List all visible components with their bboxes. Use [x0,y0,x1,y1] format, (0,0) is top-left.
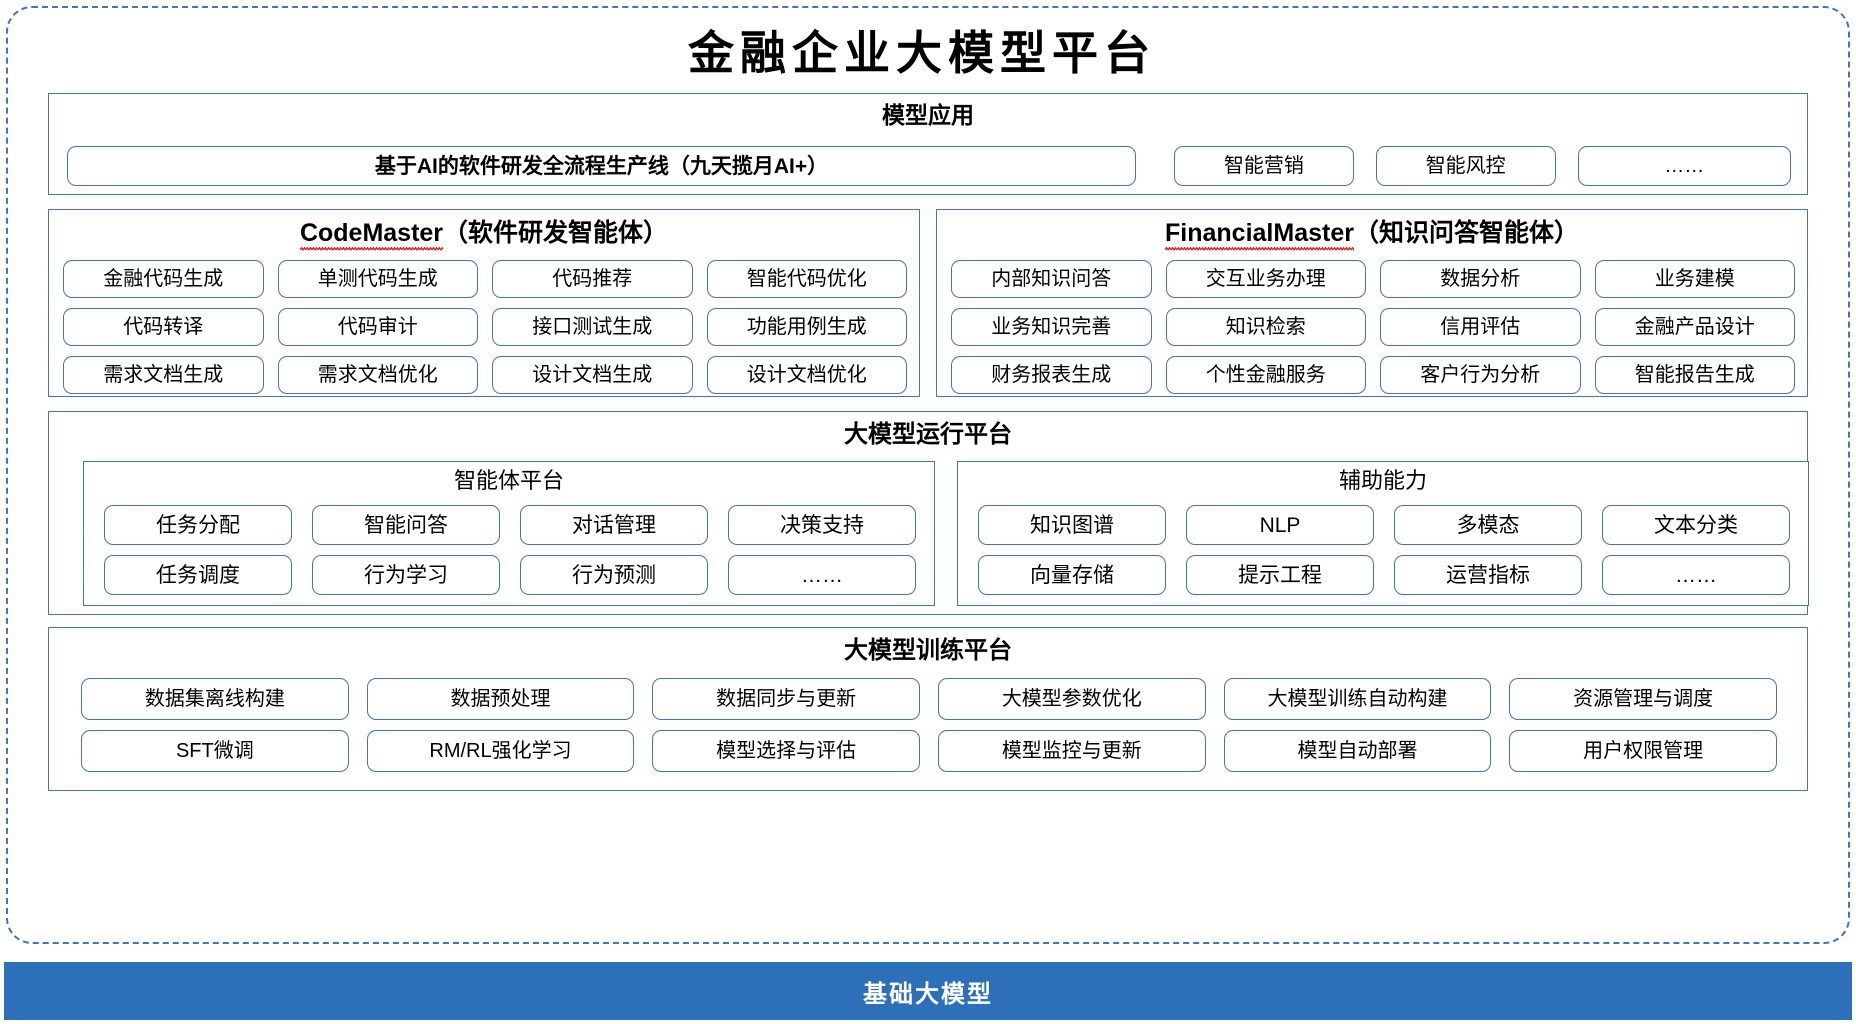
code-master-items-grid: 金融代码生成 单测代码生成 代码推荐 智能代码优化 代码转译 代码审计 接口测试… [63,260,907,394]
aux-capability-item[interactable]: NLP [1186,505,1374,545]
train-platform-item[interactable]: 大模型参数优化 [937,678,1206,720]
agent-platform-item-more[interactable]: …… [728,555,916,595]
agent-platform-item[interactable]: 决策支持 [728,505,916,545]
financial-master-suffix: （知识问答智能体） [1353,219,1579,247]
financial-master-item[interactable]: 知识检索 [1165,308,1366,346]
aux-capability-item[interactable]: 运营指标 [1394,555,1582,595]
aux-capability-item-more[interactable]: …… [1602,555,1790,595]
code-master-item[interactable]: 代码转译 [63,308,264,346]
train-platform-item[interactable]: SFT微调 [81,730,349,772]
train-platform-item[interactable]: 用户权限管理 [1509,730,1777,772]
aux-capability-item[interactable]: 知识图谱 [978,505,1166,545]
section-title-code-master: CodeMaster（软件研发智能体） [49,219,919,251]
aux-capability-item[interactable]: 多模态 [1394,505,1582,545]
code-master-item[interactable]: 设计文档生成 [492,356,693,394]
section-title-financial-master: FinancialMaster（知识问答智能体） [937,219,1807,251]
agent-platform-item[interactable]: 行为预测 [520,555,708,595]
subsection-title-agent-platform: 智能体平台 [453,468,564,493]
agent-platform-item[interactable]: 对话管理 [520,505,708,545]
financial-master-item[interactable]: 交互业务办理 [1165,260,1366,298]
subsection-aux-capability: 辅助能力 知识图谱 NLP 多模态 文本分类 向量存储 提示工程 运营指标 …… [957,461,1809,606]
code-master-item[interactable]: 接口测试生成 [492,308,693,346]
section-model-application: 模型应用 基于AI的软件研发全流程生产线（九天揽月AI+） 智能营销 智能风控 … [48,93,1808,195]
aux-capability-item[interactable]: 向量存储 [978,555,1166,595]
code-master-item[interactable]: 金融代码生成 [63,260,264,298]
app-pill-marketing[interactable]: 智能营销 [1173,146,1354,186]
agent-platform-item[interactable]: 任务分配 [104,505,292,545]
page-title: 金融企业大模型平台 [688,26,1156,80]
code-master-item[interactable]: 需求文档生成 [63,356,264,394]
aux-capability-item[interactable]: 文本分类 [1602,505,1790,545]
code-master-name: CodeMaster [299,219,444,251]
financial-master-item[interactable]: 信用评估 [1380,308,1581,346]
code-master-suffix: （软件研发智能体） [443,219,669,247]
financial-master-item[interactable]: 内部知识问答 [951,260,1152,298]
code-master-item[interactable]: 需求文档优化 [277,356,478,394]
aux-capability-items-grid: 知识图谱 NLP 多模态 文本分类 向量存储 提示工程 运营指标 …… [978,505,1790,595]
agent-platform-items-grid: 任务分配 智能问答 对话管理 决策支持 任务调度 行为学习 行为预测 …… [104,505,916,595]
financial-master-item[interactable]: 数据分析 [1380,260,1581,298]
app-pill-more[interactable]: …… [1577,146,1791,186]
code-master-item[interactable]: 代码推荐 [492,260,693,298]
financial-master-item[interactable]: 个性金融服务 [1165,356,1366,394]
train-platform-item[interactable]: 模型选择与评估 [652,730,920,772]
agent-platform-item[interactable]: 任务调度 [104,555,292,595]
train-platform-item[interactable]: RM/RL强化学习 [366,730,635,772]
financial-master-items-grid: 内部知识问答 交互业务办理 数据分析 业务建模 业务知识完善 知识检索 信用评估… [951,260,1795,394]
financial-master-item[interactable]: 业务知识完善 [951,308,1152,346]
train-platform-item[interactable]: 数据集离线构建 [81,678,349,720]
aux-capability-item[interactable]: 提示工程 [1186,555,1374,595]
subsection-agent-platform: 智能体平台 任务分配 智能问答 对话管理 决策支持 任务调度 行为学习 行为预测… [83,461,935,606]
app-pill-risk-control[interactable]: 智能风控 [1375,146,1556,186]
code-master-item[interactable]: 设计文档优化 [706,356,907,394]
train-platform-item[interactable]: 模型监控与更新 [937,730,1206,772]
code-master-item[interactable]: 功能用例生成 [706,308,907,346]
model-application-items-row: 基于AI的软件研发全流程生产线（九天揽月AI+） 智能营销 智能风控 …… [67,146,1791,186]
train-platform-items-grid: 数据集离线构建 数据预处理 数据同步与更新 大模型参数优化 大模型训练自动构建 … [81,678,1777,772]
financial-master-item[interactable]: 财务报表生成 [951,356,1152,394]
financial-master-item[interactable]: 金融产品设计 [1594,308,1795,346]
section-run-platform: 大模型运行平台 智能体平台 任务分配 智能问答 对话管理 决策支持 任务调度 行… [48,411,1809,615]
train-platform-item[interactable]: 数据同步与更新 [652,678,920,720]
agent-platform-item[interactable]: 行为学习 [312,555,500,595]
train-platform-item[interactable]: 模型自动部署 [1223,730,1492,772]
code-master-item[interactable]: 代码审计 [277,308,478,346]
financial-master-item[interactable]: 业务建模 [1594,260,1795,298]
train-platform-item[interactable]: 资源管理与调度 [1509,678,1777,720]
code-master-item[interactable]: 单测代码生成 [277,260,478,298]
train-platform-item[interactable]: 数据预处理 [366,678,635,720]
financial-master-item[interactable]: 智能报告生成 [1594,356,1795,394]
section-financial-master: FinancialMaster（知识问答智能体） 内部知识问答 交互业务办理 数… [936,209,1808,397]
code-master-item[interactable]: 智能代码优化 [706,260,907,298]
train-platform-item[interactable]: 大模型训练自动构建 [1223,678,1492,720]
section-title-train-platform: 大模型训练平台 [844,637,1012,664]
agent-platform-item[interactable]: 智能问答 [312,505,500,545]
section-title-model-application: 模型应用 [882,102,974,128]
app-primary-pill[interactable]: 基于AI的软件研发全流程生产线（九天揽月AI+） [67,146,1136,186]
section-title-run-platform: 大模型运行平台 [844,421,1012,448]
subsection-title-aux-capability: 辅助能力 [1338,468,1427,493]
financial-master-item[interactable]: 客户行为分析 [1380,356,1581,394]
financial-master-name: FinancialMaster [1165,219,1354,251]
foundation-model-bar: 基础大模型 [4,962,1852,1020]
section-code-master: CodeMaster（软件研发智能体） 金融代码生成 单测代码生成 代码推荐 智… [48,209,920,397]
section-train-platform: 大模型训练平台 数据集离线构建 数据预处理 数据同步与更新 大模型参数优化 大模… [48,627,1808,791]
